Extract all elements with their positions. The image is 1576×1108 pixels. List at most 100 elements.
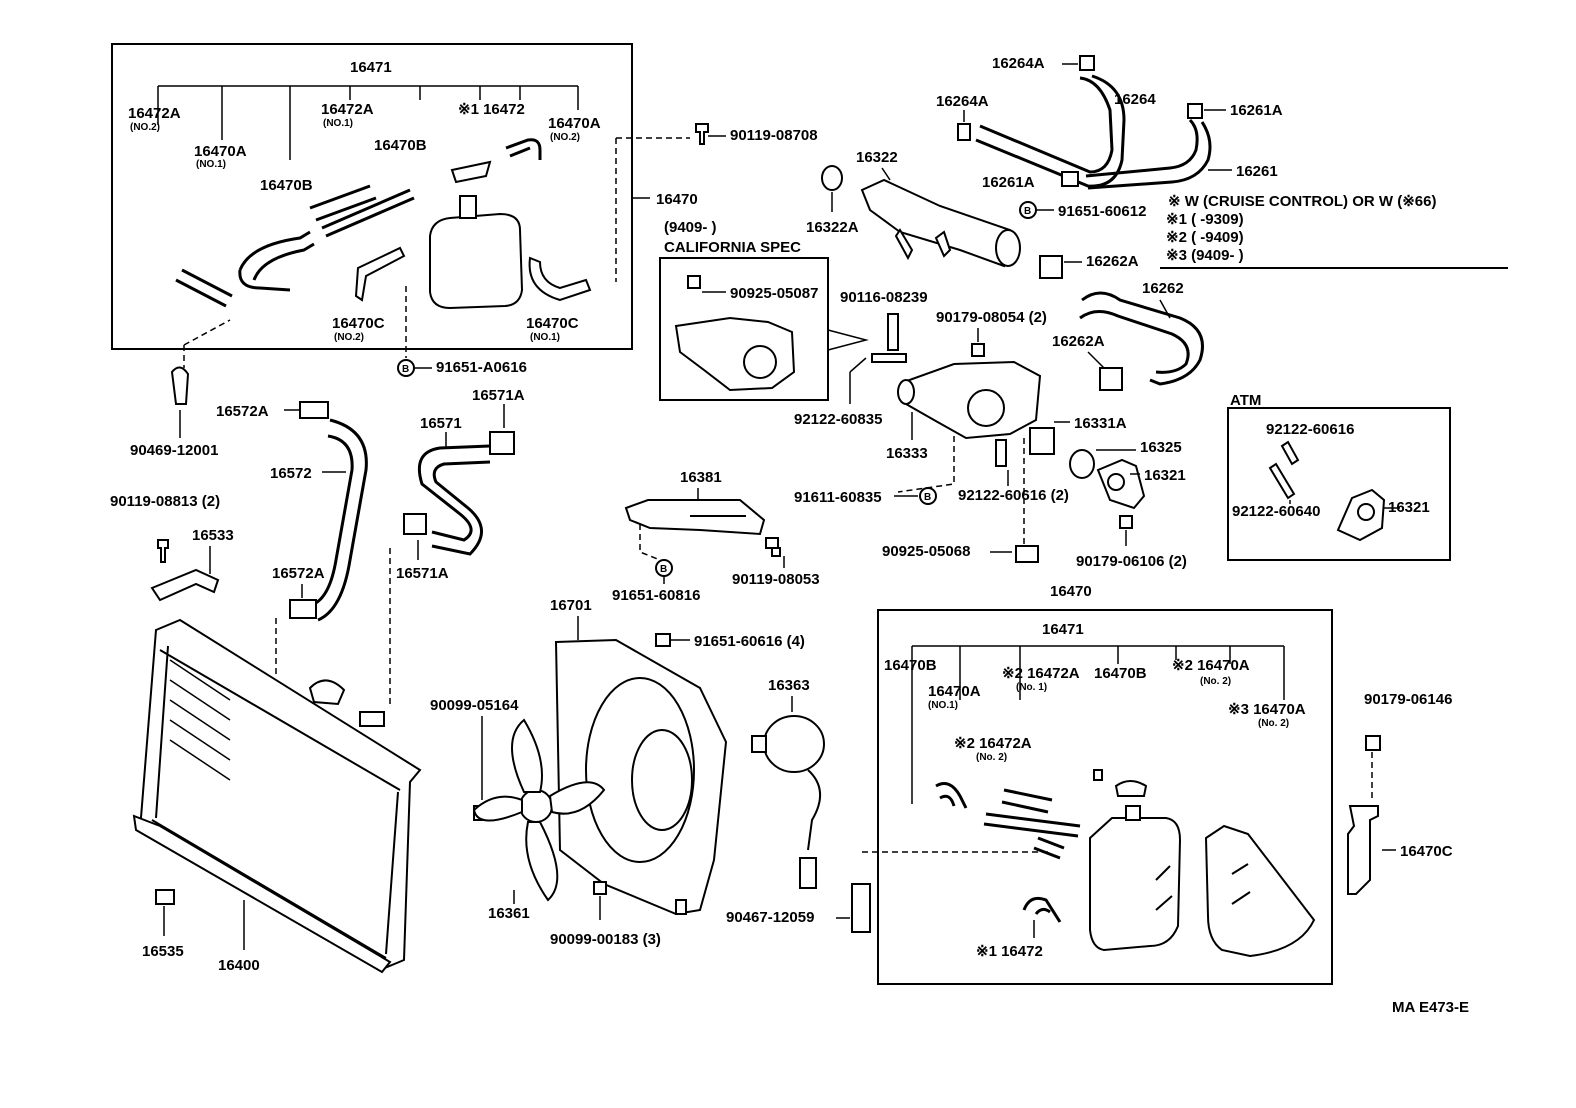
california-spec-box [659, 257, 829, 401]
sub-no2: (NO.2) [130, 122, 160, 133]
sub-no1: (NO.1) [323, 118, 353, 129]
stud-atm-2 [1268, 462, 1296, 500]
label-16470a-r-note2: ※2 16470A [1172, 657, 1250, 674]
cap-16471-r [1114, 780, 1148, 797]
bolt-91651-60616 [655, 633, 671, 647]
label-91611-60835: 91611-60835 [794, 489, 882, 506]
label-16472a-r-no1: ※2 16472A [1002, 665, 1080, 682]
thermostat-16331a [1029, 427, 1055, 455]
label-16470b-2: 16470B [260, 177, 313, 194]
diagram-code: MA E473-E [1392, 999, 1469, 1016]
water-outlet-california [674, 275, 796, 392]
reservoir-group-box-right [877, 609, 1333, 985]
hose-16472-small [505, 138, 542, 160]
california-range: (9409- ) [664, 219, 717, 236]
hose-16571 [417, 444, 491, 556]
clamp-16572a-lower [289, 599, 317, 619]
atm-title: ATM [1230, 392, 1261, 409]
bolt-90119-08813 [157, 539, 169, 563]
inlet-16321-atm [1336, 488, 1386, 542]
label-90116-08239: 90116-08239 [840, 289, 928, 306]
label-16470-r: 16470 [1050, 583, 1092, 600]
label-16381: 16381 [680, 469, 722, 486]
bracket-16470c-no2 [354, 246, 406, 302]
stud-92122-60616 [995, 439, 1007, 467]
label-90119-08708: 90119-08708 [730, 127, 818, 144]
label-16470a-no1: 16470A [194, 143, 247, 160]
fan-motor-16363 [751, 715, 825, 889]
sub-no1: (NO.1) [196, 159, 226, 170]
clamp-16572a-upper [299, 401, 329, 419]
ref-mark-b-letter: B [924, 492, 931, 503]
label-16361: 16361 [488, 905, 530, 922]
sub-no2: (NO.2) [550, 132, 580, 143]
label-16571: 16571 [420, 415, 462, 432]
label-16572: 16572 [270, 465, 312, 482]
bracket-16533 [150, 568, 220, 602]
hose-16264 [975, 74, 1126, 188]
label-16572a-1: 16572A [216, 403, 269, 420]
label-16321-atm: 16321 [1388, 499, 1430, 516]
label-90925-05087: 90925-05087 [730, 285, 818, 302]
label-92122-60616-2: 92122-60616 (2) [958, 487, 1069, 504]
clip-90469-12001 [170, 366, 190, 405]
label-90179-06106: 90179-06106 (2) [1076, 553, 1187, 570]
hose-16470a-no1 [238, 230, 315, 292]
note-3: ※3 (9409- ) [1166, 247, 1244, 264]
label-90469-12001: 90469-12001 [130, 442, 218, 459]
label-16264a-2: 16264A [936, 93, 989, 110]
bracket-16381 [624, 499, 766, 536]
hose-16472a-r-no1 [1001, 788, 1053, 814]
note-2: ※2 ( -9409) [1166, 229, 1244, 246]
label-16470: 16470 [656, 191, 698, 208]
valve-90925-05068 [1015, 545, 1039, 563]
sub-no1: (NO.1) [928, 700, 958, 711]
label-16262a-1: 16262A [1086, 253, 1139, 270]
label-16472a-no1: 16472A [321, 101, 374, 118]
hose-16470b [321, 188, 415, 238]
label-16325: 16325 [1140, 439, 1182, 456]
label-16400: 16400 [218, 957, 260, 974]
water-inlet-pipe-16322 [860, 178, 1021, 268]
label-16470b-1: 16470B [374, 137, 427, 154]
label-91651-60612: 91651-60612 [1058, 203, 1146, 220]
label-92122-60616: 92122-60616 [1266, 421, 1354, 438]
label-90099-05164: 90099-05164 [430, 697, 519, 714]
label-16264a-1: 16264A [992, 55, 1045, 72]
label-16322a: 16322A [806, 219, 859, 236]
label-16533: 16533 [192, 527, 234, 544]
label-16472a-r-no2: ※2 16472A [954, 735, 1032, 752]
reservoir-group-box-left [111, 43, 633, 350]
clip-16264a-top [1079, 55, 1095, 71]
label-16363: 16363 [768, 677, 810, 694]
label-16571a-2: 16571A [396, 565, 449, 582]
label-16470a-no2: 16470A [548, 115, 601, 132]
nut-90179-06106 [1119, 515, 1133, 529]
label-16572a-2: 16572A [272, 565, 325, 582]
stud-92122-60835 [871, 353, 907, 363]
gasket-16322a [821, 165, 843, 191]
reservoir-tank-right [1089, 805, 1182, 952]
ref-mark-b [919, 487, 937, 505]
hose-16572 [313, 418, 368, 622]
label-92122-60835: 92122-60835 [794, 411, 882, 428]
hose-16261 [1085, 118, 1212, 190]
clip-90467-12059 [851, 883, 871, 933]
clip-16264a-left [957, 123, 971, 141]
clamp-16262a-upper [1039, 255, 1063, 279]
label-16261a-1: 16261A [1230, 102, 1283, 119]
clip-16261a-top [1187, 103, 1203, 119]
sub-no1b: (No. 1) [1016, 682, 1047, 693]
label-90925-05068: 90925-05068 [882, 543, 970, 560]
clamp-16571a-lower [403, 513, 427, 535]
label-16470c-no1: 16470C [526, 315, 579, 332]
water-outlet-16333 [897, 360, 1042, 440]
label-92122-60640: 92122-60640 [1232, 503, 1320, 520]
reservoir-tank-left [429, 160, 524, 310]
ref-mark-b-letter: B [1024, 206, 1031, 217]
label-90119-08813: 90119-08813 (2) [110, 493, 220, 510]
hose-16472-r [1022, 896, 1062, 923]
california-spec-title: CALIFORNIA SPEC [664, 239, 801, 256]
ref-mark-b-letter: B [402, 364, 409, 375]
